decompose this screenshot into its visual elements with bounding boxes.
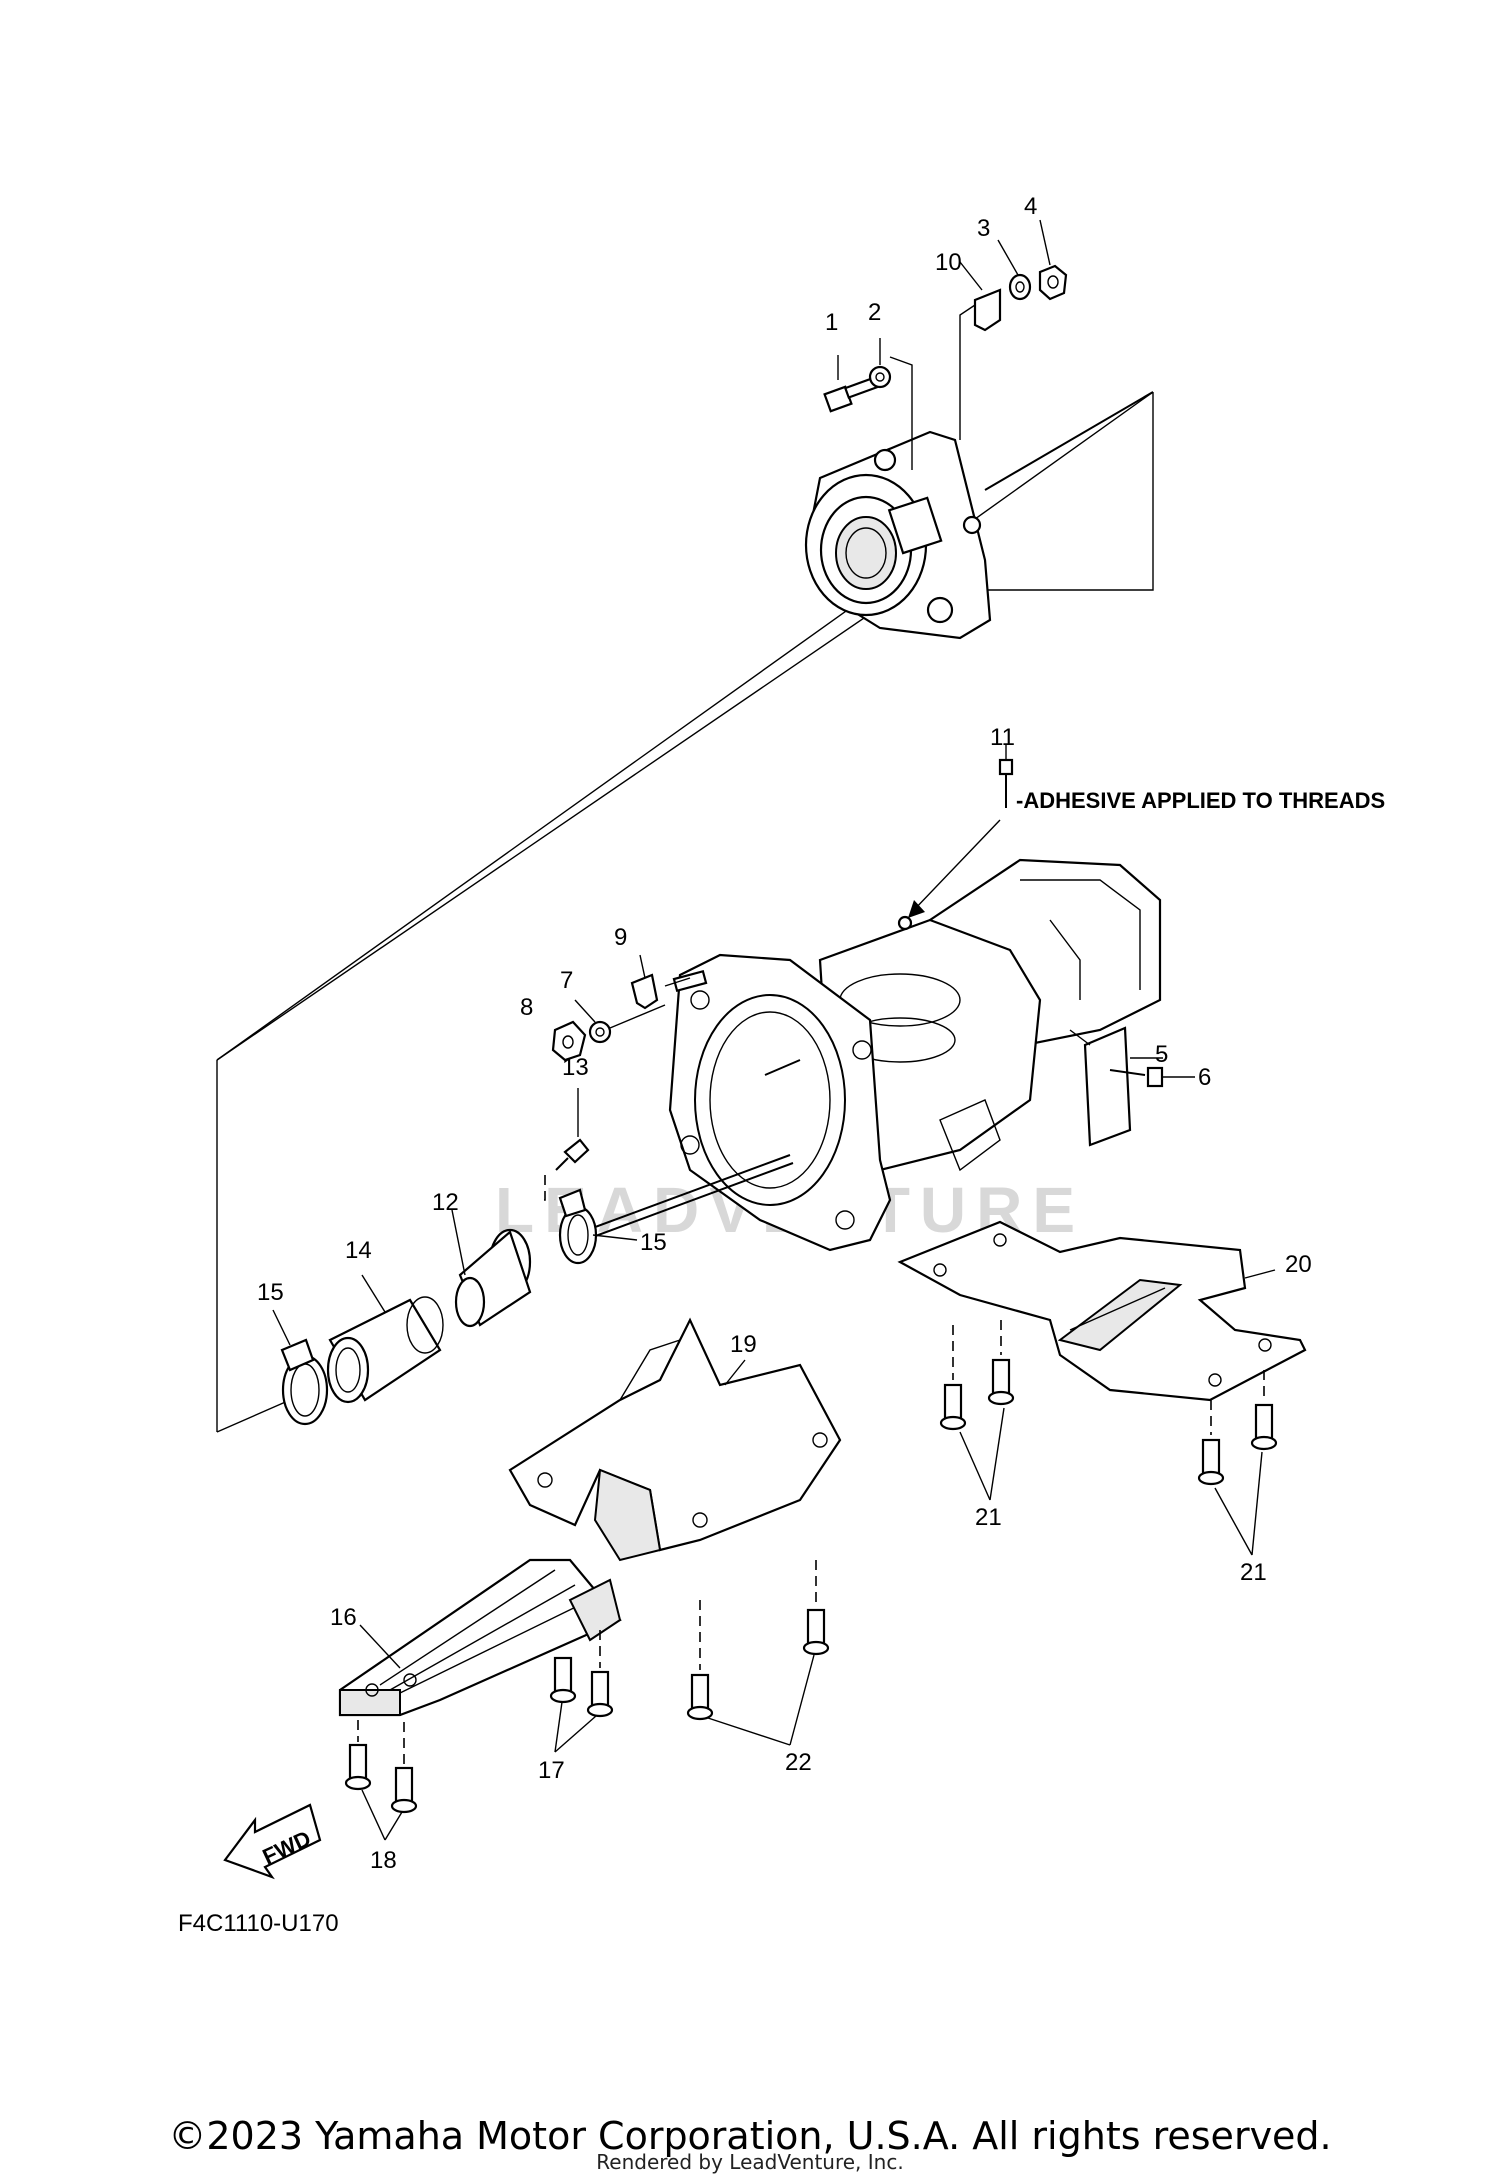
washer-3 xyxy=(1008,273,1032,301)
bolt-11 xyxy=(998,745,1014,808)
hose-14 xyxy=(326,1274,444,1404)
callout-7: 7 xyxy=(560,967,573,994)
callout-20: 20 xyxy=(1285,1251,1312,1278)
bracket-9 xyxy=(630,954,659,1010)
intake-grate-19 xyxy=(508,1317,842,1562)
callout-21-left: 21 xyxy=(975,1504,1002,1531)
rendered-by-text: Rendered by LeadVenture, Inc. xyxy=(596,2150,904,2174)
callout-22: 22 xyxy=(785,1749,812,1776)
washer-7 xyxy=(588,1020,612,1044)
callout-8: 8 xyxy=(520,994,533,1021)
nut-8 xyxy=(551,1020,587,1062)
callout-13: 13 xyxy=(562,1054,589,1081)
clamp-15-upper xyxy=(558,1188,598,1265)
callout-1: 1 xyxy=(825,309,838,336)
callout-11: 11 xyxy=(990,724,1015,751)
callout-6: 6 xyxy=(1198,1064,1211,1091)
callout-4: 4 xyxy=(1024,193,1037,220)
drive-shaft xyxy=(559,1154,794,1249)
adhesive-note: -ADHESIVE APPLIED TO THREADS xyxy=(1016,788,1385,813)
callout-17: 17 xyxy=(538,1757,565,1784)
clamp-15-lower xyxy=(272,1309,329,1426)
plate-5 xyxy=(1069,1026,1163,1147)
bearing-housing xyxy=(804,391,1154,640)
bolt-6 xyxy=(1109,1066,1195,1088)
callout-14: 14 xyxy=(345,1237,372,1264)
assembly-frame-lines xyxy=(216,391,1154,1433)
nut-4 xyxy=(1038,264,1068,301)
callout-19: 19 xyxy=(730,1331,757,1358)
leader-arrow xyxy=(908,900,925,918)
washer-2 xyxy=(868,365,892,389)
diagram-code: F4C1110-U170 xyxy=(178,1910,339,1937)
bolts-17 xyxy=(549,1630,614,1753)
bracket-10 xyxy=(959,261,1002,440)
coupler-12 xyxy=(451,1209,532,1328)
grate-16 xyxy=(338,1558,622,1717)
callout-18: 18 xyxy=(370,1847,397,1874)
callout-3: 3 xyxy=(977,215,990,242)
callout-9: 9 xyxy=(614,924,627,951)
screw-13 xyxy=(555,1088,590,1171)
callout-16: 16 xyxy=(330,1604,357,1631)
callout-15-lower: 15 xyxy=(257,1279,284,1306)
callout-21-right: 21 xyxy=(1240,1559,1267,1586)
callout-2: 2 xyxy=(868,299,881,326)
callout-5: 5 xyxy=(1155,1041,1168,1068)
jet-pump-housing xyxy=(664,858,1162,1252)
callout-10: 10 xyxy=(935,249,962,276)
bolts-21 xyxy=(939,1320,1278,1556)
bolts-22 xyxy=(686,1560,830,1746)
copyright-text: ©2023 Yamaha Motor Corporation, U.S.A. A… xyxy=(168,2114,1332,2158)
callout-15-upper: 15 xyxy=(640,1229,667,1256)
callout-12: 12 xyxy=(432,1189,459,1216)
ride-plate-20 xyxy=(897,1220,1307,1402)
bolts-18 xyxy=(344,1720,418,1841)
fwd-arrow-icon: FWD xyxy=(223,1803,322,1880)
